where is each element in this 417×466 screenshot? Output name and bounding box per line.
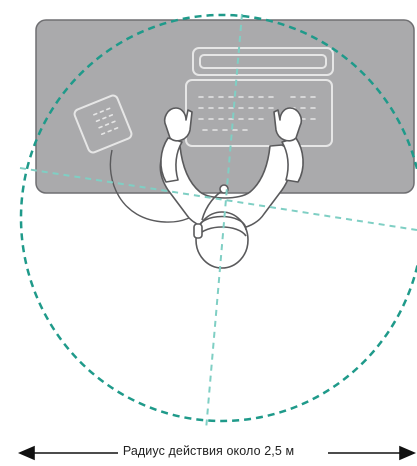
desk-shape [36,20,414,193]
range-caption: Радиус действия около 2,5 м [0,444,417,458]
range-caption-label: Радиус действия около 2,5 м [119,444,298,458]
range-caption-row: Радиус действия около 2,5 м [0,443,417,463]
